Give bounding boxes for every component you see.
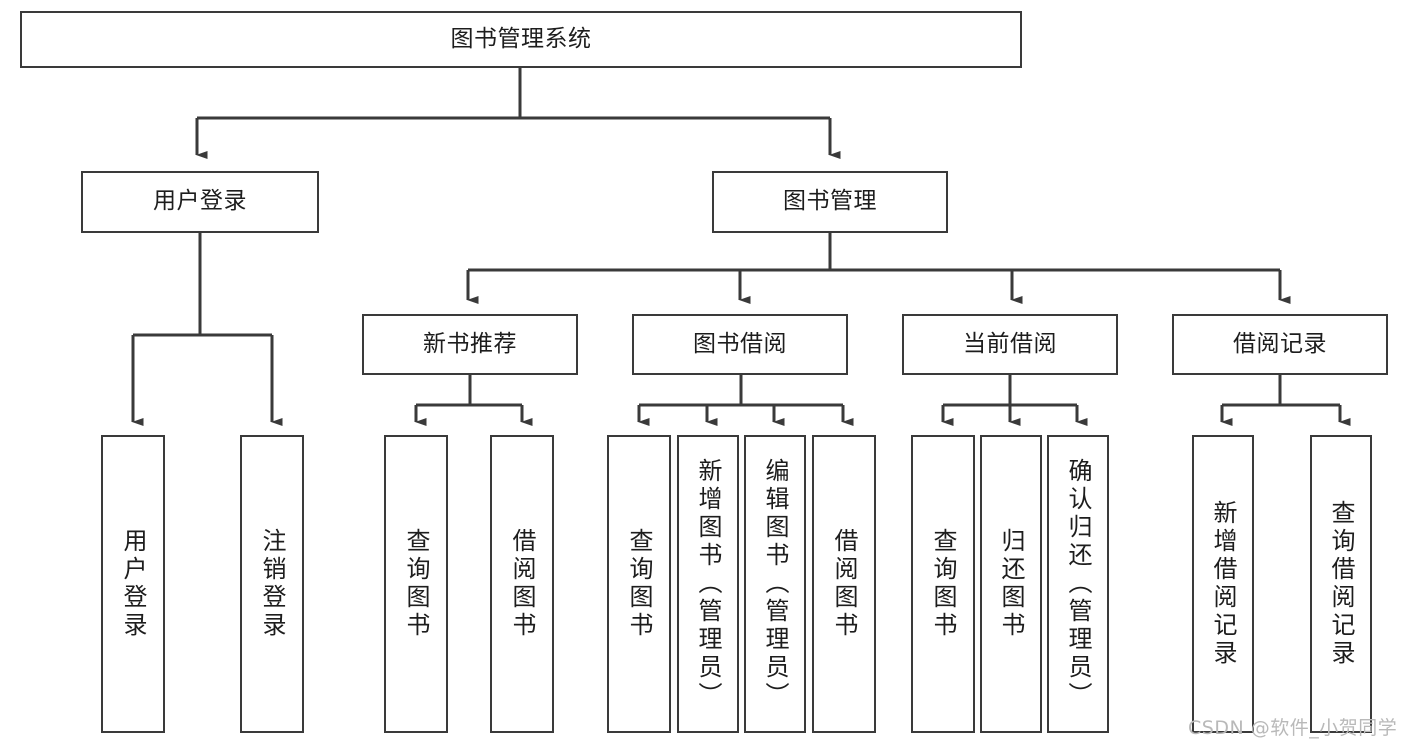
leaf-borrow-book-new-recommend[interactable]: 借阅图书 <box>490 435 554 733</box>
leaf-query-book-borrow[interactable]: 查询图书 <box>607 435 671 733</box>
node-label: 新书推荐 <box>423 330 517 357</box>
node-label: 借阅记录 <box>1233 330 1327 357</box>
node-label: 图书管理 <box>783 188 877 215</box>
leaf-user-login[interactable]: 用户登录 <box>101 435 165 733</box>
leaf-add-borrow-record[interactable]: 新增借阅记录 <box>1192 435 1254 733</box>
leaf-query-book-current[interactable]: 查询图书 <box>911 435 975 733</box>
node-current-borrowing[interactable]: 当前借阅 <box>902 314 1118 375</box>
leaf-return-book[interactable]: 归还图书 <box>980 435 1042 733</box>
node-label: 借阅图书 <box>508 528 536 640</box>
node-label: 归还图书 <box>997 528 1025 640</box>
node-borrowing-record[interactable]: 借阅记录 <box>1172 314 1388 375</box>
leaf-logout[interactable]: 注销登录 <box>240 435 304 733</box>
node-label: 新增图书（管理员） <box>694 458 722 710</box>
node-label: 借阅图书 <box>830 528 858 640</box>
node-label: 查询图书 <box>402 528 430 640</box>
node-label: 查询借阅记录 <box>1327 500 1355 668</box>
leaf-add-book-admin[interactable]: 新增图书（管理员） <box>677 435 739 733</box>
node-book-management[interactable]: 图书管理 <box>712 171 948 233</box>
watermark-text: CSDN @软件_小贺同学 <box>1188 717 1398 739</box>
node-label: 图书借阅 <box>693 330 787 357</box>
node-label: 查询图书 <box>625 528 653 640</box>
node-user-login[interactable]: 用户登录 <box>81 171 319 233</box>
node-label: 编辑图书（管理员） <box>761 458 789 710</box>
leaf-confirm-return-admin[interactable]: 确认归还（管理员） <box>1047 435 1109 733</box>
node-label: 查询图书 <box>929 528 957 640</box>
node-new-book-recommendation[interactable]: 新书推荐 <box>362 314 578 375</box>
node-root-book-management-system[interactable]: 图书管理系统 <box>20 11 1022 68</box>
node-label: 当前借阅 <box>963 330 1057 357</box>
node-label: 确认归还（管理员） <box>1064 458 1092 710</box>
leaf-edit-book-admin[interactable]: 编辑图书（管理员） <box>744 435 806 733</box>
leaf-borrow-book[interactable]: 借阅图书 <box>812 435 876 733</box>
node-label: 注销登录 <box>258 528 286 640</box>
leaf-query-borrow-record[interactable]: 查询借阅记录 <box>1310 435 1372 733</box>
node-label: 用户登录 <box>153 188 247 215</box>
node-label: 用户登录 <box>119 528 147 640</box>
node-book-borrowing[interactable]: 图书借阅 <box>632 314 848 375</box>
leaf-query-book-new-recommend[interactable]: 查询图书 <box>384 435 448 733</box>
node-label: 新增借阅记录 <box>1209 500 1237 668</box>
node-label: 图书管理系统 <box>450 25 592 52</box>
